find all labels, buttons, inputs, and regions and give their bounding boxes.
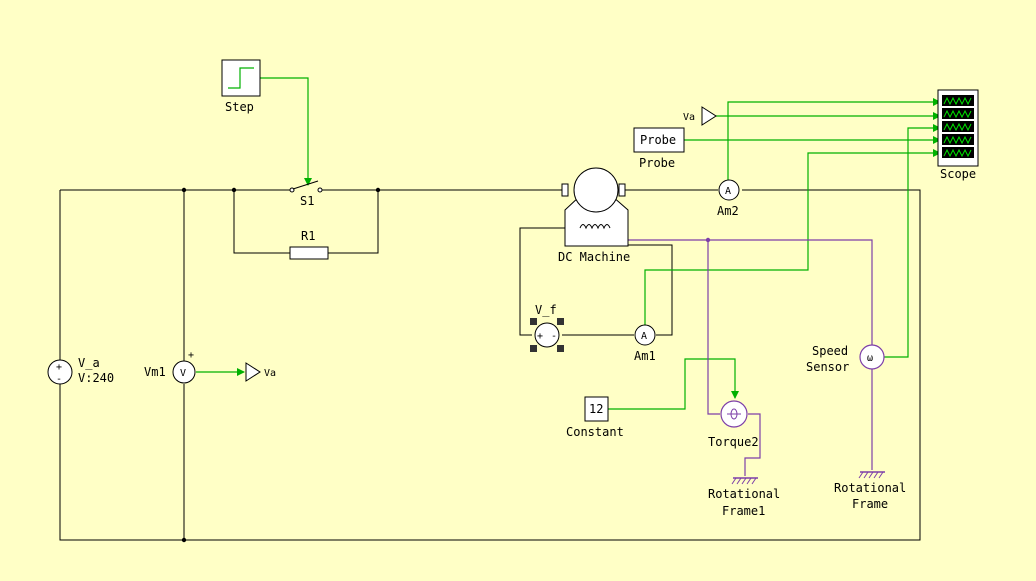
vm1-label: Vm1 bbox=[144, 365, 166, 379]
constant-label: Constant bbox=[566, 425, 624, 439]
vf-label: V_f bbox=[535, 303, 557, 317]
step-block[interactable] bbox=[221, 59, 261, 97]
va-name-label: V_a bbox=[78, 356, 100, 370]
electrical-wires bbox=[59, 187, 921, 543]
speed-sensor-symbol: ω bbox=[867, 353, 873, 364]
va-tag-top-label: Va bbox=[683, 112, 695, 123]
speed-sensor-label-2: Sensor bbox=[806, 360, 849, 374]
scope-block[interactable] bbox=[937, 89, 979, 167]
dc-machine[interactable] bbox=[561, 167, 629, 247]
switch-s1[interactable] bbox=[289, 180, 323, 193]
rotational-frame-ground[interactable] bbox=[858, 471, 885, 479]
rot-frame1-label-1: Rotational bbox=[708, 487, 780, 501]
rot-frame1-label-2: Frame1 bbox=[722, 504, 765, 518]
voltmeter-vm1[interactable]: V + bbox=[172, 350, 196, 384]
am2-symbol: A bbox=[725, 186, 731, 197]
rot-frame-label-1: Rotational bbox=[834, 481, 906, 495]
va-tag-top[interactable] bbox=[701, 106, 717, 126]
svg-text:-: - bbox=[56, 374, 62, 385]
svg-text:-: - bbox=[551, 331, 557, 342]
speed-sensor[interactable]: ω bbox=[859, 344, 885, 370]
vm1-symbol: V bbox=[180, 368, 186, 379]
s1-label: S1 bbox=[300, 194, 314, 208]
va-tag-bottom[interactable] bbox=[245, 362, 261, 382]
probe-label: Probe bbox=[639, 156, 675, 170]
probe-block[interactable] bbox=[633, 127, 685, 153]
va-source[interactable]: + - bbox=[47, 359, 73, 385]
rot-frame-label-2: Frame bbox=[852, 497, 888, 511]
torque-label: Torque2 bbox=[708, 435, 759, 449]
r1-label: R1 bbox=[301, 229, 315, 243]
svg-text:+: + bbox=[537, 331, 543, 342]
constant-value: 12 bbox=[589, 402, 603, 416]
resistor-r1[interactable] bbox=[289, 246, 329, 260]
am1-symbol: A bbox=[641, 331, 647, 342]
scope-label: Scope bbox=[940, 167, 976, 181]
va-value-label: V:240 bbox=[78, 371, 114, 385]
rotational-frame1-ground[interactable] bbox=[731, 477, 758, 485]
ammeter-am2[interactable]: A bbox=[718, 179, 740, 201]
ammeter-am1[interactable]: A bbox=[634, 324, 656, 346]
step-label: Step bbox=[225, 100, 254, 114]
probe-block-text: Probe bbox=[640, 133, 676, 147]
signal-wires bbox=[196, 77, 941, 410]
am1-label: Am1 bbox=[634, 349, 656, 363]
am2-label: Am2 bbox=[717, 204, 739, 218]
va-tag-bottom-label: Va bbox=[264, 368, 276, 379]
constant-block[interactable] bbox=[584, 396, 609, 422]
vf-source[interactable]: + - bbox=[530, 318, 564, 352]
mechanical-wires bbox=[628, 237, 873, 476]
torque-source[interactable] bbox=[720, 400, 748, 428]
speed-sensor-label-1: Speed bbox=[812, 344, 848, 358]
svg-text:+: + bbox=[188, 350, 194, 361]
dc-machine-label: DC Machine bbox=[558, 250, 630, 264]
svg-text:+: + bbox=[56, 362, 62, 373]
